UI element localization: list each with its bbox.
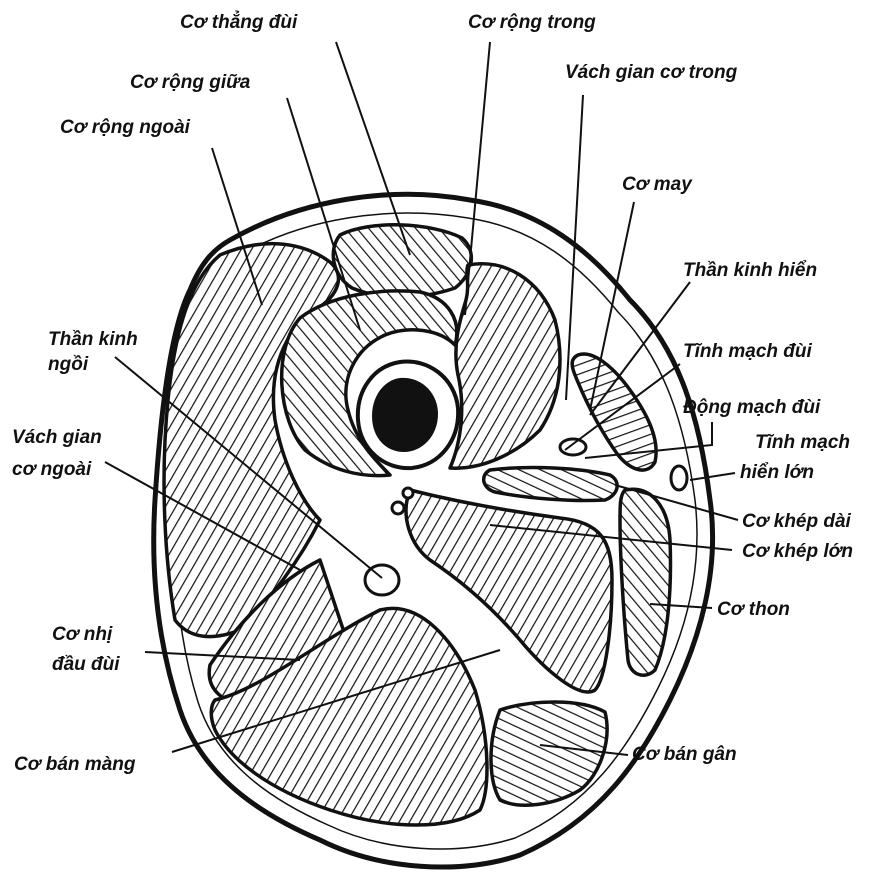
label-adductor-magnus: Cơ khép lớn — [742, 541, 853, 562]
label-sciatic-nerve-1: Thần kinh — [48, 329, 138, 350]
label-lateral-septum-2: cơ ngoài — [12, 459, 92, 480]
small-vessel-shape — [392, 502, 404, 514]
label-femoral-artery: Động mạch đùi — [683, 397, 821, 418]
adductor-longus-muscle — [484, 468, 617, 501]
label-biceps-2: đầu đùi — [52, 654, 120, 675]
label-vastus-lateralis: Cơ rộng ngoài — [60, 117, 191, 138]
label-femoral-vein: Tĩnh mạch đùi — [683, 341, 813, 362]
label-sciatic-nerve-2: ngồi — [48, 354, 89, 375]
great-saphenous-vein-shape — [671, 466, 687, 490]
label-great-saphenous-2: hiển lớn — [740, 462, 814, 483]
label-medial-intermuscular-septum: Vách gian cơ trong — [565, 62, 738, 83]
label-adductor-longus: Cơ khép dài — [742, 511, 852, 532]
label-sartorius: Cơ may — [622, 174, 693, 195]
sciatic-nerve-shape — [365, 565, 399, 595]
label-gracilis: Cơ thon — [717, 599, 790, 620]
label-vastus-medialis: Cơ rộng trong — [468, 12, 596, 33]
semitendinosus-muscle — [491, 702, 607, 805]
small-vessel-shape-2 — [403, 488, 413, 498]
label-great-saphenous-1: Tĩnh mạch — [755, 432, 850, 453]
label-saphenous-nerve: Thần kinh hiển — [683, 260, 817, 281]
label-semimembranosus: Cơ bán màng — [14, 754, 136, 775]
label-lateral-septum-1: Vách gian — [12, 427, 102, 448]
gracilis-muscle — [620, 489, 670, 675]
label-biceps-1: Cơ nhị — [52, 624, 113, 645]
label-vastus-intermedius: Cơ rộng giữa — [130, 72, 251, 93]
label-rectus-femoris: Cơ thẳng đùi — [180, 11, 298, 33]
label-semitendinosus: Cơ bán gân — [632, 744, 737, 765]
femoral-vessel-shape — [560, 439, 586, 455]
